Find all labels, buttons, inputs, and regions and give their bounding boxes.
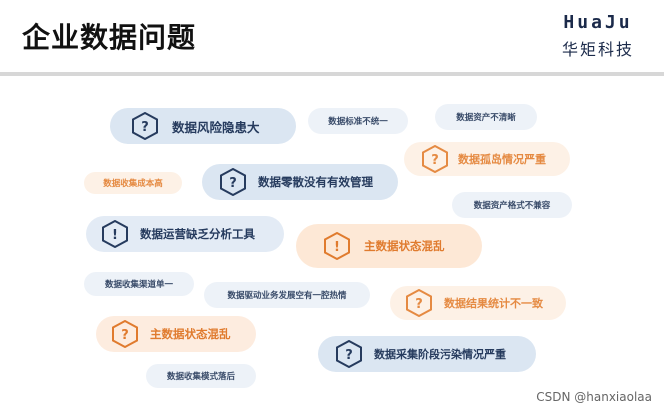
pill-label: 数据资产格式不兼容 — [473, 201, 551, 211]
slide-header: 企业数据问题 HuaJu 华矩科技 — [0, 0, 664, 72]
pill-label: 主数据状态混乱 — [364, 239, 445, 253]
pill-label: 数据采集阶段污染情况严重 — [374, 348, 506, 361]
question-hex-icon: ? — [112, 320, 138, 348]
company-logo: HuaJu 华矩科技 — [546, 12, 650, 60]
watermark: CSDN @hanxiaolaa — [536, 390, 652, 404]
svg-text:?: ? — [121, 328, 129, 343]
question-hex-icon: ? — [132, 112, 158, 140]
problem-pill: 数据驱动业务发展空有一腔热情 — [204, 282, 370, 308]
problem-pill: ! 主数据状态混乱 — [296, 224, 482, 268]
question-hex-icon: ? — [336, 340, 362, 368]
pill-label: 数据运营缺乏分析工具 — [140, 227, 255, 241]
exclamation-hex-icon: ! — [102, 220, 128, 248]
pill-label: 数据零散没有有效管理 — [258, 175, 373, 189]
problem-pill: ? 数据采集阶段污染情况严重 — [318, 336, 536, 372]
pill-label: 数据孤岛情况严重 — [458, 153, 546, 166]
problem-pill: ! 数据运营缺乏分析工具 — [86, 216, 284, 252]
problem-pill: 数据标准不统一 — [308, 108, 408, 134]
pill-label: 数据驱动业务发展空有一腔热情 — [227, 291, 347, 301]
exclamation-hex-icon: ! — [324, 232, 350, 260]
slide-title: 企业数据问题 — [22, 21, 197, 54]
svg-text:!: ! — [334, 240, 340, 255]
problem-pill: ? 主数据状态混乱 — [96, 316, 256, 352]
problem-pill: 数据收集成本高 — [84, 172, 182, 194]
pill-label: 数据收集模式落后 — [166, 372, 235, 382]
problem-pill: 数据收集渠道单一 — [84, 272, 194, 296]
question-hex-icon: ? — [406, 289, 432, 317]
problem-cloud: ? 数据风险隐患大 数据标准不统一 数据资产不清晰 ? 数据孤岛情况严重 数据收… — [0, 76, 664, 410]
header-divider — [0, 72, 664, 76]
svg-text:?: ? — [229, 176, 237, 191]
pill-label: 主数据状态混乱 — [150, 327, 231, 341]
question-hex-icon: ? — [422, 145, 448, 173]
problem-pill: ? 数据结果统计不一致 — [390, 286, 566, 320]
pill-label: 数据收集成本高 — [103, 179, 163, 189]
logo-wordmark: HuaJu — [563, 12, 633, 33]
problem-pill: 数据收集模式落后 — [146, 364, 256, 388]
svg-text:?: ? — [141, 120, 149, 135]
pill-label: 数据收集渠道单一 — [104, 280, 173, 290]
svg-text:!: ! — [112, 228, 118, 243]
problem-pill: ? 数据零散没有有效管理 — [202, 164, 398, 200]
problem-pill: 数据资产不清晰 — [435, 104, 537, 130]
logo-company-name: 华矩科技 — [561, 40, 634, 59]
pill-label: 数据标准不统一 — [328, 117, 388, 127]
svg-text:?: ? — [431, 153, 439, 168]
svg-text:?: ? — [415, 297, 423, 312]
problem-pill: ? 数据孤岛情况严重 — [404, 142, 570, 176]
pill-label: 数据资产不清晰 — [456, 113, 516, 123]
problem-pill: ? 数据风险隐患大 — [110, 108, 296, 144]
svg-text:?: ? — [345, 348, 353, 363]
problem-pill: 数据资产格式不兼容 — [452, 192, 572, 218]
pill-label: 数据风险隐患大 — [172, 119, 260, 135]
pill-label: 数据结果统计不一致 — [444, 297, 543, 310]
question-hex-icon: ? — [220, 168, 246, 196]
